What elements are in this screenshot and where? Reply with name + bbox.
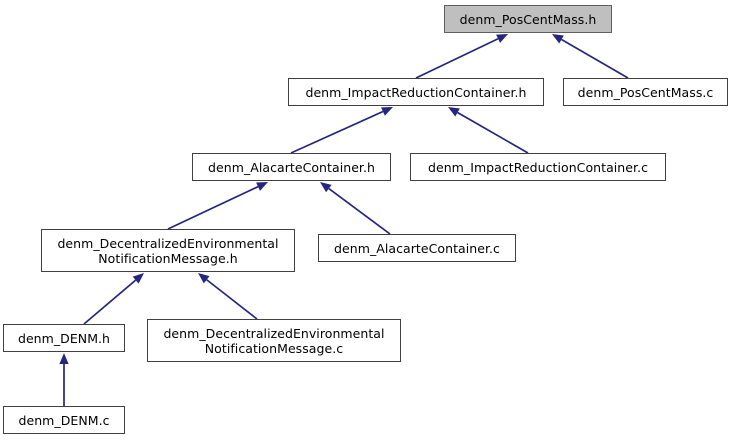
- node-label-impactReductionContainerC: denm_ImpactReductionContainer.c: [427, 159, 649, 175]
- node-label-alacarteContainerC: denm_AlacarteContainer.c: [334, 240, 500, 256]
- node-alacarteContainerC[interactable]: denm_AlacarteContainer.c: [318, 234, 516, 262]
- node-label-posCentMassC: denm_PosCentMass.c: [577, 84, 714, 100]
- edge-posCentMassC-to-posCentMassH: [552, 34, 629, 79]
- node-label-alacarteContainerH: denm_AlacarteContainer.h: [208, 159, 375, 175]
- edge-decentralizedEnvNotifMsgH-to-alacarteContainerH: [167, 182, 268, 230]
- node-decentralizedEnvNotifMsgC[interactable]: denm_DecentralizedEnvironmental Notifica…: [147, 319, 401, 362]
- node-label-decentralizedEnvNotifMsgC: denm_DecentralizedEnvironmental Notifica…: [163, 325, 385, 356]
- edge-impactReductionContainerC-to-impactReductionContainerH: [448, 107, 529, 154]
- node-label-denmC: denm_DENM.c: [18, 412, 110, 428]
- node-denmC[interactable]: denm_DENM.c: [3, 406, 125, 434]
- node-denmH[interactable]: denm_DENM.h: [3, 324, 125, 352]
- node-label-denmH: denm_DENM.h: [17, 330, 111, 346]
- node-impactReductionContainerH[interactable]: denm_ImpactReductionContainer.h: [288, 78, 544, 106]
- node-decentralizedEnvNotifMsgH[interactable]: denm_DecentralizedEnvironmental Notifica…: [41, 229, 295, 272]
- node-label-decentralizedEnvNotifMsgH: denm_DecentralizedEnvironmental Notifica…: [57, 235, 279, 266]
- node-label-impactReductionContainerH: denm_ImpactReductionContainer.h: [305, 84, 527, 100]
- edge-alacarteContainerH-to-impactReductionContainerH: [290, 107, 393, 154]
- edge-decentralizedEnvNotifMsgC-to-decentralizedEnvNotifMsgH: [198, 273, 258, 320]
- edge-denmC-to-denmH: [59, 353, 69, 406]
- node-impactReductionContainerC[interactable]: denm_ImpactReductionContainer.c: [410, 153, 666, 181]
- edge-impactReductionContainerH-to-posCentMassH: [415, 34, 508, 79]
- edge-denmH-to-decentralizedEnvNotifMsgH: [83, 273, 144, 325]
- node-posCentMassC[interactable]: denm_PosCentMass.c: [563, 78, 728, 106]
- node-label-posCentMassH: denm_PosCentMass.h: [459, 11, 597, 27]
- edge-alacarteContainerC-to-alacarteContainerH: [320, 182, 391, 235]
- node-posCentMassH[interactable]: denm_PosCentMass.h: [444, 5, 612, 33]
- node-alacarteContainerH[interactable]: denm_AlacarteContainer.h: [192, 153, 391, 181]
